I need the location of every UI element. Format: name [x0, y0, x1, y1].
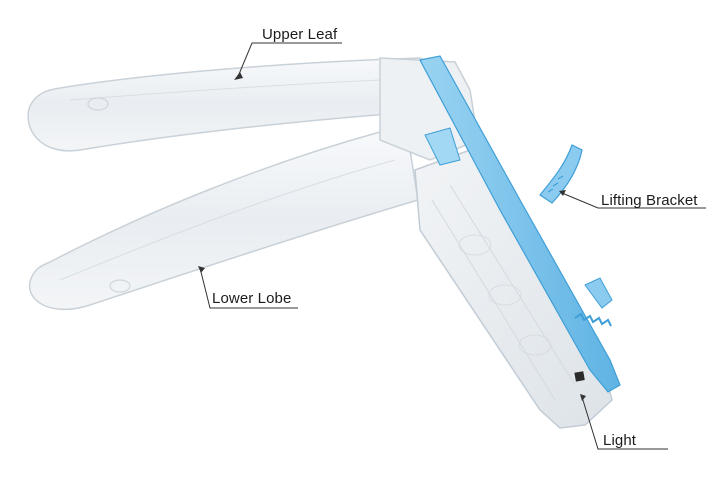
lower-lobe-label: Lower Lobe	[212, 290, 292, 307]
light-callout	[581, 396, 668, 450]
lifting-bracket-callout	[561, 192, 706, 209]
upper-leaf-callout	[236, 42, 342, 80]
blue-lower-tab	[584, 277, 613, 309]
light-label: Light	[603, 432, 637, 449]
upper-leaf-label: Upper Leaf	[262, 26, 338, 43]
lower-lobe-shape	[28, 131, 419, 311]
lifting-bracket-label: Lifting Bracket	[601, 192, 698, 209]
lower-lobe-callout	[199, 267, 298, 309]
blue-rail	[419, 55, 621, 393]
lifting-bracket-shape	[539, 144, 583, 204]
callout-arrowheads	[198, 72, 586, 401]
upper-leaf-dimple	[87, 97, 109, 111]
ratchet-teeth	[574, 312, 612, 327]
upper-leaf-shape	[27, 57, 446, 152]
callout-lines	[199, 42, 706, 450]
lower-lobe-dimple	[109, 279, 131, 293]
light-port	[574, 371, 585, 382]
hinge-lever	[424, 127, 461, 166]
